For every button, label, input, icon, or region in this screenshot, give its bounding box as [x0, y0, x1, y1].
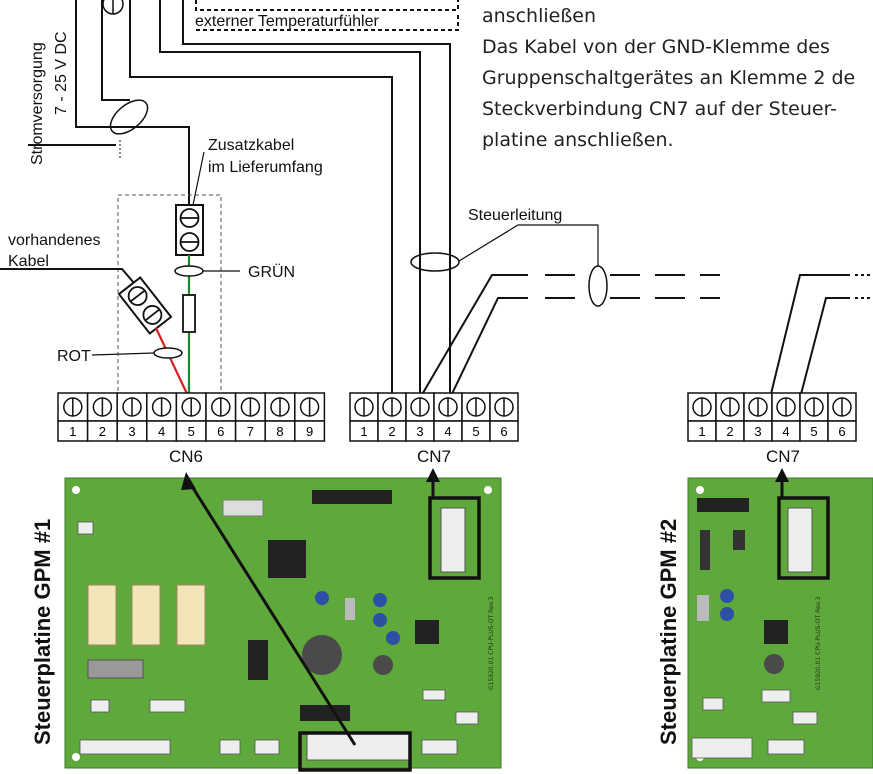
terminal-pin: 1: [687, 392, 717, 442]
cn7-highlight-board2: [777, 496, 830, 580]
extra-cable-label-2: im Lieferumfang: [208, 159, 323, 176]
existing-cable-label-1: vorhandenes: [8, 232, 101, 249]
external-sensor-label: externer Temperaturfühler: [195, 13, 379, 30]
terminal-pin-number: 4: [158, 424, 165, 439]
terminal-pin: 6: [827, 392, 857, 442]
terminal-pin: 3: [116, 392, 148, 442]
terminal-pin: 4: [771, 392, 801, 442]
cn7-label-board1: CN7: [417, 447, 451, 466]
terminal-pin-number: 6: [217, 424, 224, 439]
wire-connector-top: [175, 204, 204, 256]
terminal-pin-number: 1: [360, 424, 367, 439]
green-marker-icon: [174, 265, 204, 277]
power-wire-plus: [129, 0, 393, 398]
power-wire-minus-top: [101, 0, 130, 101]
existing-cable-label-2: Kabel: [8, 253, 49, 270]
terminal-pin: 2: [377, 392, 407, 442]
terminal-pin-number: 5: [472, 424, 479, 439]
control-line-label: Steuerleitung: [468, 207, 562, 224]
wire-connector-existing: [117, 276, 173, 335]
cn7-cable-bundle-icon: [410, 252, 460, 272]
terminal-pin-number: 3: [416, 424, 423, 439]
control-line-bundle-icon: [588, 265, 608, 307]
terminal-pin-number: 2: [726, 424, 733, 439]
terminal-pin: 5: [175, 392, 207, 442]
terminal-pin: 1: [57, 392, 89, 442]
cn6-highlight-board1: [298, 731, 412, 772]
arrow-cn7-board2: [775, 468, 789, 482]
cn6-label: CN6: [169, 447, 203, 466]
cn7-label-board2: CN7: [766, 447, 800, 466]
red-label: ROT: [57, 348, 91, 365]
green-label: GRÜN: [248, 263, 295, 281]
terminal-pin: 7: [234, 392, 266, 442]
board2-silkscreen: G15920.01 CPU-PLUS-OT Rev.3: [815, 596, 822, 690]
instruction-line-2: Das Kabel von der GND-Klemme des: [482, 36, 830, 58]
terminal-pin-number: 6: [838, 424, 845, 439]
red-marker-icon: [153, 347, 183, 359]
terminal-pin-number: 3: [128, 424, 135, 439]
pcb-board-2: G15920.01 CPU-PLUS-OT Rev.3: [687, 477, 873, 769]
power-supply-label-1: Stromversorgung: [29, 42, 46, 165]
pcb-board-1: G15920.01 CPU-PLUS-OT Rev.3: [64, 477, 502, 772]
terminal-pin: 2: [715, 392, 745, 442]
terminal-pin-number: 5: [810, 424, 817, 439]
terminal-pin: 2: [86, 392, 118, 442]
cn7-terminal-board2: 1 2 3 4 5 6: [687, 392, 857, 442]
terminal-pin: 1: [349, 392, 379, 442]
top-wiring: [28, 0, 459, 398]
arrow-cn6: [186, 479, 357, 746]
power-supply-label-2: 7 - 25 V DC: [53, 31, 70, 115]
cn6-terminal: 1 2 3 4 5 6 7 8 9: [57, 392, 326, 442]
arrow-cn7-board1: [426, 468, 440, 482]
terminal-pin-number: 5: [188, 424, 195, 439]
instruction-line-3: Gruppenschaltgerätes an Klemme 2 de: [482, 67, 855, 89]
sensor-wire-1: [159, 0, 421, 398]
terminal-pin-number: 8: [276, 424, 283, 439]
terminal-pin: 6: [489, 392, 519, 442]
terminal-pin-number: 7: [247, 424, 254, 439]
terminal-pin-number: 3: [754, 424, 761, 439]
terminal-pin: 4: [146, 392, 178, 442]
existing-cable-wire: [0, 268, 135, 284]
instruction-line-5: platine anschließen.: [482, 129, 674, 151]
terminal-pin: 4: [433, 392, 463, 442]
power-cable-bundle-icon: [109, 99, 149, 135]
terminal-pin-number: 2: [388, 424, 395, 439]
sensor-box-bottom: [196, 14, 459, 31]
sensor-box-top: [195, 0, 459, 11]
instruction-text: anschließen Das Kabel von der GND-Klemme…: [482, 5, 855, 151]
sensor-wire-2: [182, 0, 451, 398]
board1-silkscreen: G15920.01 CPU-PLUS-OT Rev.3: [488, 596, 495, 690]
control-line: [419, 274, 873, 399]
resistor-icon: [182, 294, 196, 333]
terminal-pin: 9: [294, 392, 326, 442]
instruction-line-4: Steckverbindung CN7 auf der Steuer-: [482, 98, 837, 120]
terminal-pin: 5: [799, 392, 829, 442]
instruction-line-1: anschließen: [482, 5, 596, 27]
terminal-pin-number: 4: [444, 424, 451, 439]
terminal-pin: 3: [405, 392, 435, 442]
cn7-terminal-board1: 1 2 3 4 5 6: [349, 392, 519, 442]
extra-cable-label-1: Zusatzkabel: [208, 137, 294, 154]
terminal-pin: 5: [461, 392, 491, 442]
terminal-pin-number: 9: [306, 424, 313, 439]
terminal-pin-number: 4: [782, 424, 789, 439]
terminal-pin: 3: [743, 392, 773, 442]
red-wire: [155, 327, 190, 399]
terminal-pin-number: 1: [698, 424, 705, 439]
terminal-pin: 8: [264, 392, 296, 442]
board2-title: Steuerplatine GPM #2: [656, 519, 681, 745]
terminal-pin-number: 1: [69, 424, 76, 439]
terminal-pin-number: 6: [500, 424, 507, 439]
terminal-pin: 6: [205, 392, 237, 442]
terminal-pin-number: 2: [99, 424, 106, 439]
cn7-highlight-board1: [428, 496, 481, 580]
power-wire-minus: [75, 0, 190, 205]
board1-title: Steuerplatine GPM #1: [30, 519, 55, 745]
